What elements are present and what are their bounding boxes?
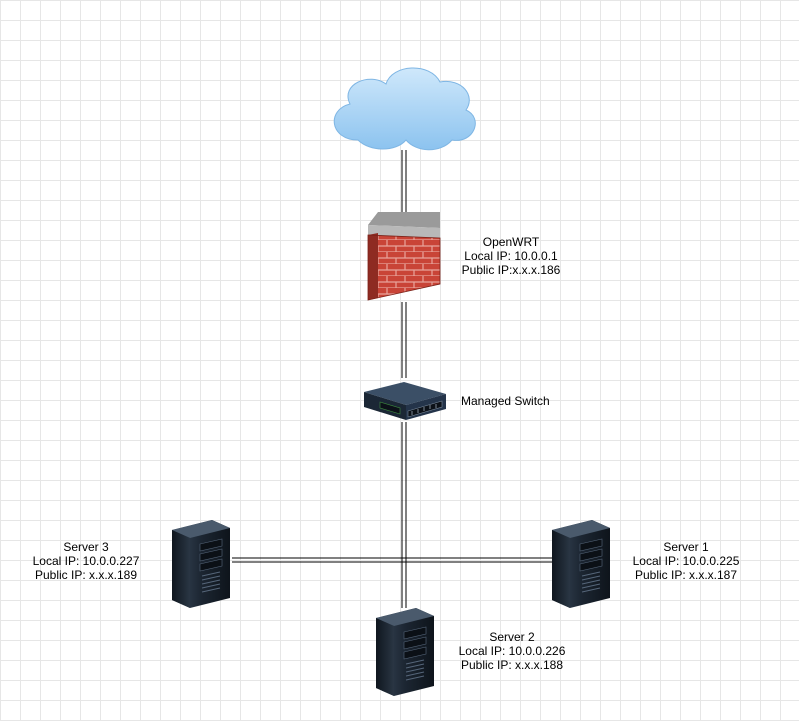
server3-public-ip: Public IP: x.x.x.189 xyxy=(34,568,138,582)
server1-label: Server 1 Local IP: 10.0.0.225 Public IP:… xyxy=(628,540,744,582)
server1-public-ip: Public IP: x.x.x.187 xyxy=(634,568,738,582)
router-public-ip: Public IP:x.x.x.186 xyxy=(461,263,561,277)
server2-local-ip: Local IP: 10.0.0.226 xyxy=(458,644,566,658)
server-icon xyxy=(551,519,611,609)
server-icon xyxy=(375,607,435,697)
server3-label: Server 3 Local IP: 10.0.0.227 Public IP:… xyxy=(30,540,142,582)
cloud-icon xyxy=(333,67,476,151)
server3-local-ip: Local IP: 10.0.0.227 xyxy=(32,554,140,568)
server2-public-ip: Public IP: x.x.x.188 xyxy=(460,658,564,672)
switch-name: Managed Switch xyxy=(461,394,550,408)
server1-name: Server 1 xyxy=(663,540,709,554)
link-firewall-switch xyxy=(401,302,407,378)
server2-name: Server 2 xyxy=(489,630,535,644)
firewall-icon xyxy=(367,212,441,301)
switch-icon xyxy=(364,382,446,420)
router-name: OpenWRT xyxy=(482,235,540,249)
server2-label: Server 2 Local IP: 10.0.0.226 Public IP:… xyxy=(454,630,570,672)
switch-label: Managed Switch xyxy=(461,394,550,408)
server3-name: Server 3 xyxy=(63,540,109,554)
server-icon xyxy=(171,519,231,609)
link-switch-server2 xyxy=(401,422,407,608)
router-label: OpenWRT Local IP: 10.0.0.1 Public IP:x.x… xyxy=(458,235,564,277)
server1-local-ip: Local IP: 10.0.0.225 xyxy=(632,554,740,568)
link-server3-server1 xyxy=(232,557,556,563)
router-local-ip: Local IP: 10.0.0.1 xyxy=(464,249,558,263)
link-cloud-firewall xyxy=(401,150,407,212)
